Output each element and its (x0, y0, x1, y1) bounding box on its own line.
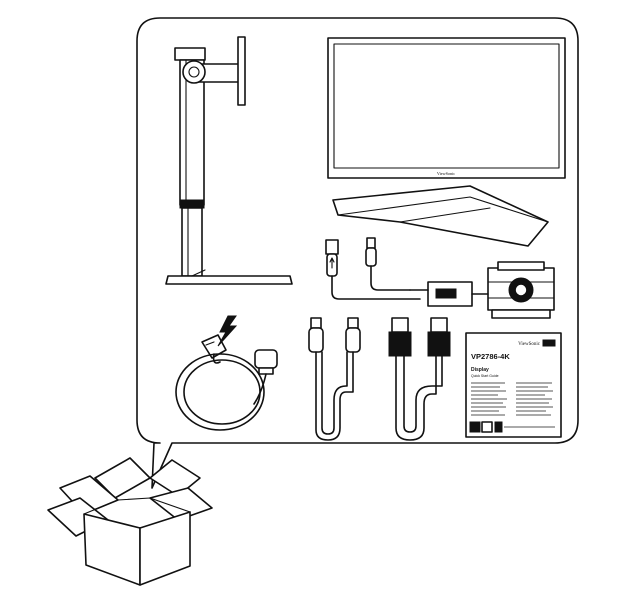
usb-c-cable (308, 317, 361, 441)
quick-start-guide: ViewSonic VP2786-4K Display Quick Start … (465, 332, 562, 438)
guide-fine-print (471, 382, 553, 416)
power-lightning-icon (217, 315, 238, 347)
monitor: ViewSonic (327, 37, 566, 179)
guide-brand: ViewSonic (518, 342, 541, 347)
power-cord (175, 315, 278, 431)
monitor-brand-logo: ViewSonic (437, 171, 455, 176)
open-box-icon (47, 457, 213, 586)
guide-model: VP2786-4K (471, 352, 510, 361)
base-plate (332, 185, 549, 247)
hdmi-cable (388, 317, 451, 441)
recycle-mark-icon (481, 421, 493, 433)
compliance-mark-icon (469, 421, 481, 433)
usb-cable (325, 237, 555, 319)
guide-heading: Display (471, 367, 489, 373)
guide-subheading: Quick Start Guide (471, 374, 499, 378)
monitor-stand (165, 36, 293, 285)
